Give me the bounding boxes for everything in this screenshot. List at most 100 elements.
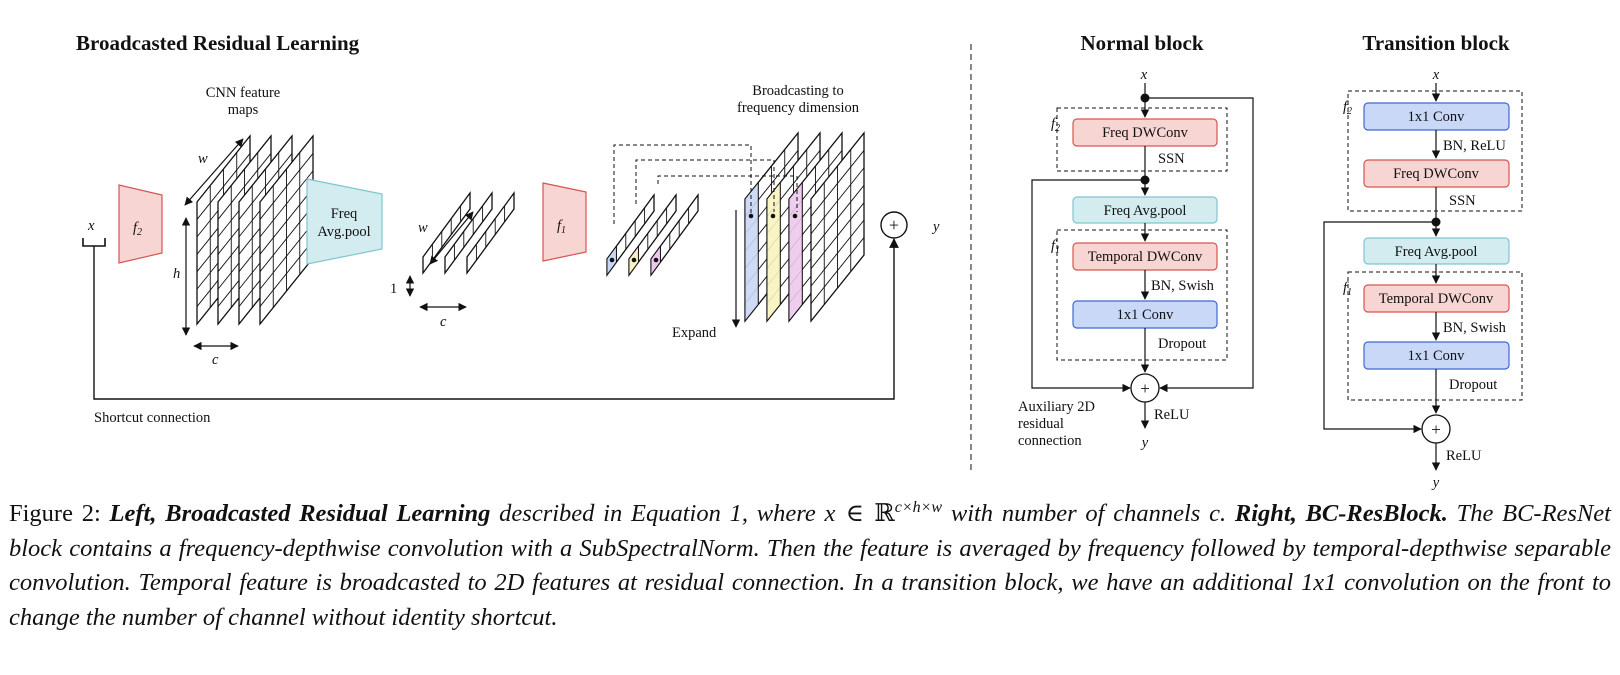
left-title: Broadcasted Residual Learning <box>76 31 360 55</box>
caption-math-dims: c×h×w <box>894 499 943 517</box>
normal-aux-label-1: Auxiliary 2D <box>1018 399 1095 415</box>
caption-text-3: . <box>1219 500 1235 527</box>
caption-fig-number: Figure 2: <box>9 500 110 527</box>
transition-bn-swish-label: BN, Swish <box>1443 320 1507 336</box>
normal-aux-label-3: connection <box>1018 433 1082 449</box>
h-label: h <box>173 266 180 282</box>
broadcast-strips <box>606 193 699 277</box>
bc-map-plane-gridline-h <box>810 219 865 287</box>
pooled-strip-grid <box>475 205 506 261</box>
transition-freq-dwconv-label: Freq DWConv <box>1393 166 1480 182</box>
normal-aux-label-2: residual <box>1018 416 1064 432</box>
caption-math-x: x <box>824 500 836 527</box>
cnn-feature-maps <box>196 134 314 326</box>
one-label: 1 <box>390 281 397 297</box>
expand-label: Expand <box>672 325 717 341</box>
normal-x-label: x <box>1140 67 1148 83</box>
bc-map-plane-grid <box>810 149 865 305</box>
cnn-label-1: CNN feature <box>206 85 280 101</box>
broadcast-label-1: Broadcasting to <box>752 83 843 99</box>
normal-aux-connection <box>1031 179 1145 393</box>
normal-f1-label: f1 <box>1051 238 1060 256</box>
transition-freq-avgpool-label: Freq Avg.pool <box>1395 244 1478 260</box>
caption-right-bold: Right, BC-ResBlock. <box>1234 500 1448 527</box>
pooled-w-arrow <box>429 211 474 265</box>
bc-map-plane-gridline-h <box>810 150 865 217</box>
transition-bn-relu-label: BN, ReLU <box>1443 138 1506 154</box>
transition-title: Transition block <box>1362 31 1510 55</box>
normal-f2-label: f2 <box>1051 116 1060 134</box>
normal-conv1x1-label: 1x1 Conv <box>1117 307 1175 323</box>
left-y-label: y <box>931 219 940 235</box>
normal-relu-label: ReLU <box>1154 407 1190 423</box>
c-label: c <box>212 352 219 368</box>
normal-sum-plus: + <box>1140 379 1150 398</box>
bc-map-plane-gridline-h <box>810 237 865 304</box>
bc-map-dot <box>792 213 798 219</box>
cnn-plane-gridline-h <box>259 153 314 220</box>
bc-map-plane-gridline-h <box>810 185 865 252</box>
bc-map-dot <box>748 213 754 219</box>
caption-math-c: c <box>1209 500 1220 527</box>
caption-text-2: with number of channels <box>942 500 1210 527</box>
figure-diagram: Broadcasted Residual Learning x f2 CNN f… <box>76 31 1523 490</box>
caption-text-1: described in Equation 1, where <box>490 500 825 527</box>
bc-strip-dot <box>653 257 659 263</box>
normal-ssn-label: SSN <box>1158 151 1185 167</box>
transition-y-label: y <box>1431 475 1440 490</box>
transition-f1-label: f1 <box>1343 280 1352 298</box>
f2-block <box>118 184 163 264</box>
normal-y-label: y <box>1140 435 1149 451</box>
caption-left-bold: Left, Broadcasted Residual Learning <box>109 500 491 527</box>
broadcast-label-2: frequency dimension <box>737 100 860 116</box>
pooled-strips <box>422 191 515 275</box>
cnn-label-2: maps <box>228 102 259 118</box>
freq-avgpool-label-1: Freq <box>331 206 358 222</box>
normal-f1-group <box>1056 229 1228 361</box>
cnn-plane-gridline-h <box>238 153 293 220</box>
input-bracket <box>82 238 106 247</box>
caption-math-in: ∈ <box>835 498 875 527</box>
f1-label: f1 <box>557 218 566 236</box>
normal-freq-avgpool-label: Freq Avg.pool <box>1104 203 1187 219</box>
normal-title: Normal block <box>1080 31 1203 55</box>
bc-strip-dot <box>631 257 637 263</box>
freq-avgpool-label-2: Avg.pool <box>317 224 370 240</box>
caption-text-4: The BC-ResNet block contains a frequency… <box>9 500 1611 631</box>
f2-label: f2 <box>133 220 142 238</box>
pooled-c-label: c <box>440 314 447 330</box>
normal-dropout-label: Dropout <box>1158 336 1206 352</box>
cnn-plane-gridline-h <box>259 240 314 307</box>
cnn-plane-gridline-h <box>259 188 314 255</box>
normal-freq-dwconv-label: Freq DWConv <box>1102 125 1189 141</box>
transition-dropout-label: Dropout <box>1449 377 1497 393</box>
broadcast-maps <box>744 131 865 323</box>
cnn-plane-gridline-h <box>259 205 314 272</box>
transition-sum-plus: + <box>1431 420 1441 439</box>
pooled-w-label: w <box>418 220 428 236</box>
bc-map-plane-gridline-h <box>810 202 865 269</box>
normal-identity-shortcut <box>1145 97 1254 393</box>
caption-math-reals: ℝ <box>874 498 895 527</box>
cnn-plane-gridline-h <box>259 170 314 238</box>
transition-relu-label: ReLU <box>1446 448 1482 464</box>
transition-conv1x1-top-label: 1x1 Conv <box>1408 109 1466 125</box>
f1-block <box>542 182 587 262</box>
cnn-plane-grid <box>259 152 314 308</box>
normal-f2-group <box>1056 107 1228 172</box>
transition-f2-label: f2 <box>1343 99 1352 117</box>
bc-map-column <box>744 181 759 323</box>
figure-caption: Figure 2: Left, Broadcasted Residual Lea… <box>9 496 1611 635</box>
w-label: w <box>198 151 208 167</box>
bc-map-dot <box>770 213 776 219</box>
cnn-plane-gridline-h <box>259 222 314 290</box>
freq-avgpool-block <box>306 178 383 265</box>
transition-x-label: x <box>1432 67 1440 83</box>
transition-conv1x1-label: 1x1 Conv <box>1408 348 1466 364</box>
shortcut-line <box>93 238 899 400</box>
bc-map-column <box>788 181 803 323</box>
transition-f1-group <box>1347 271 1523 401</box>
bc-map-plane-gridline-h <box>810 167 865 235</box>
transition-ssn-label: SSN <box>1449 193 1476 209</box>
w-arrow <box>184 138 244 206</box>
